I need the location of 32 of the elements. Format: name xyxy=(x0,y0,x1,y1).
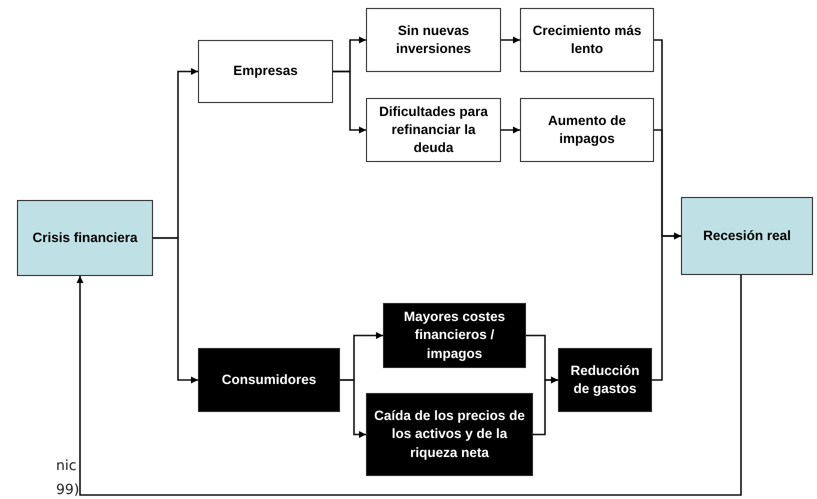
process-box xyxy=(558,348,652,412)
process-box xyxy=(520,8,654,72)
process-box xyxy=(198,40,333,103)
box-label: Recesión real xyxy=(703,226,791,245)
process-box xyxy=(681,197,813,275)
arrow xyxy=(76,275,742,496)
process-box xyxy=(383,303,526,368)
box-label: Mayores costes financieros / impagos xyxy=(402,308,506,363)
box-label: Crisis financiera xyxy=(32,228,138,247)
box-label: Dificultades para refinanciar la deuda xyxy=(378,102,489,158)
process-box xyxy=(366,393,533,476)
box-label: Caída de los precios de los activos y de la riqueza neta xyxy=(373,407,526,462)
arrow xyxy=(153,237,198,384)
cut-off-text: nic xyxy=(56,458,76,474)
process-box xyxy=(17,200,153,276)
cut-off-text: 99) xyxy=(56,482,80,498)
arrow xyxy=(333,70,366,134)
box-label: Consumidores xyxy=(222,370,316,389)
arrow xyxy=(501,36,520,44)
process-box xyxy=(198,348,340,412)
process-box xyxy=(366,8,501,72)
process-box xyxy=(366,98,501,162)
box-label: Crecimiento más lento xyxy=(532,22,642,58)
process-box xyxy=(520,98,654,162)
box-label: Empresas xyxy=(233,62,298,80)
box-label: Aumento de impagos xyxy=(546,112,627,148)
arrow xyxy=(340,379,366,438)
arrow xyxy=(501,126,520,134)
box-label: Sin nuevas inversiones xyxy=(394,22,472,58)
arrow xyxy=(652,232,681,381)
box-label: Reducción de gastos xyxy=(569,362,640,398)
arrow xyxy=(533,376,558,436)
